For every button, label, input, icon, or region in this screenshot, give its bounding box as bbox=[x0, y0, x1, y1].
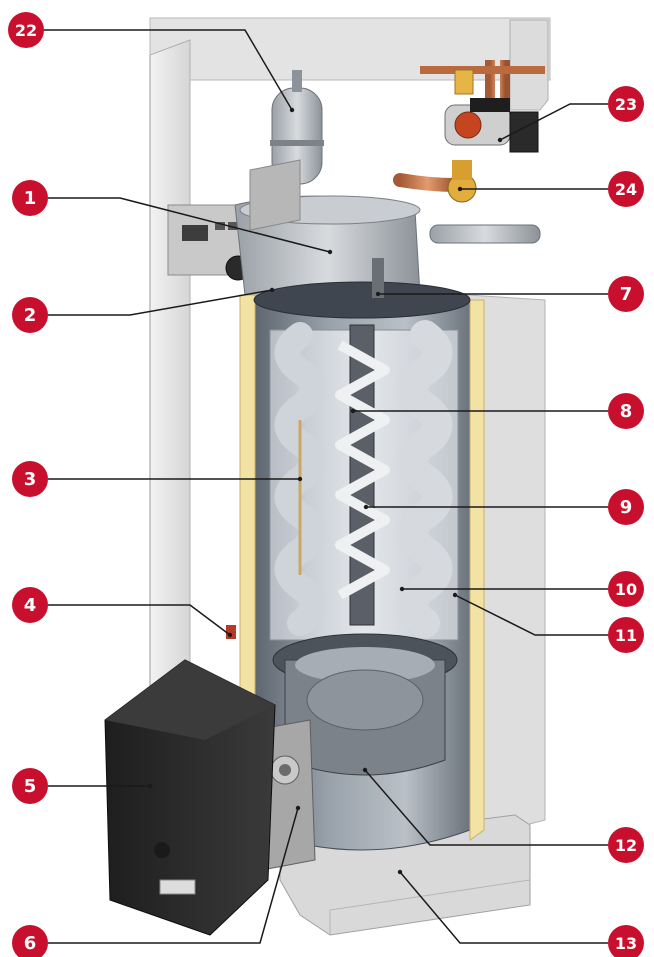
callout-badge bbox=[12, 297, 48, 333]
callout-badge bbox=[608, 393, 644, 429]
callout-anchor-dot bbox=[289, 107, 295, 113]
callout-leader-line bbox=[454, 594, 608, 636]
callout-leader-line bbox=[44, 29, 293, 111]
callout-5: 5 bbox=[12, 768, 153, 804]
callout-badge bbox=[608, 276, 644, 312]
callout-badge bbox=[12, 461, 48, 497]
control-display bbox=[182, 225, 208, 241]
callout-number: 6 bbox=[24, 933, 37, 954]
cabinet-left-panel bbox=[149, 39, 191, 731]
coil-right bbox=[397, 320, 453, 638]
chamber-opening bbox=[306, 669, 424, 731]
expansion-vessel bbox=[270, 70, 324, 185]
callout-number: 12 bbox=[615, 836, 637, 855]
callout-badge bbox=[608, 489, 644, 525]
callout-number: 24 bbox=[615, 180, 637, 199]
callout-10: 10 bbox=[399, 571, 644, 607]
callout-4: 4 bbox=[12, 587, 233, 638]
callout-13: 13 bbox=[397, 869, 644, 957]
callout-anchor-dot bbox=[399, 586, 405, 592]
callout-leader-line bbox=[48, 197, 331, 253]
callout-anchor-dot bbox=[350, 408, 356, 414]
callout-number: 7 bbox=[620, 284, 633, 305]
safety-valve bbox=[447, 160, 477, 203]
callout-number: 2 bbox=[24, 305, 37, 326]
callout-11: 11 bbox=[452, 592, 644, 653]
callout-badge bbox=[12, 587, 48, 623]
turbulator-zigzag bbox=[335, 340, 390, 600]
cabinet-right-panel bbox=[509, 19, 549, 111]
callout-anchor-dot bbox=[227, 632, 233, 638]
callout-anchor-dot bbox=[497, 137, 503, 143]
callout-number: 3 bbox=[24, 469, 37, 490]
callout-2: 2 bbox=[12, 287, 275, 333]
burner-assembly bbox=[104, 659, 316, 936]
callout-3: 3 bbox=[12, 461, 303, 497]
callout-badge bbox=[608, 617, 644, 653]
callout-number: 22 bbox=[15, 21, 37, 40]
flue-pipe bbox=[429, 224, 541, 244]
callout-22: 22 bbox=[8, 12, 295, 113]
callout-anchor-dot bbox=[269, 287, 275, 293]
callout-badge bbox=[8, 12, 44, 48]
tank-assembly bbox=[239, 258, 485, 851]
callout-number: 8 bbox=[620, 401, 633, 422]
callout-number: 23 bbox=[615, 95, 637, 114]
callout-anchor-dot bbox=[363, 504, 369, 510]
callout-number: 4 bbox=[24, 595, 37, 616]
callout-number: 9 bbox=[620, 497, 633, 518]
callout-badge bbox=[12, 180, 48, 216]
callout-leader-line bbox=[499, 103, 608, 141]
callout-23: 23 bbox=[497, 86, 644, 143]
callout-leader-line bbox=[48, 289, 273, 316]
callout-number: 13 bbox=[615, 934, 637, 953]
callout-leader-line bbox=[48, 604, 231, 636]
callout-9: 9 bbox=[363, 489, 644, 525]
callout-6: 6 bbox=[12, 805, 301, 957]
callout-anchor-dot bbox=[327, 249, 333, 255]
callout-badge bbox=[608, 171, 644, 207]
callout-number: 1 bbox=[24, 188, 37, 209]
callout-anchor-dot bbox=[375, 291, 381, 297]
callout-number: 11 bbox=[615, 626, 637, 645]
callout-1: 1 bbox=[12, 180, 333, 255]
callout-badge bbox=[12, 768, 48, 804]
circulation-pump bbox=[444, 98, 539, 153]
drain-valve bbox=[226, 625, 236, 639]
callout-badge bbox=[608, 925, 644, 957]
callout-badge bbox=[12, 925, 48, 957]
callout-number: 5 bbox=[24, 776, 37, 797]
insulation-right bbox=[469, 299, 485, 841]
cabinet bbox=[149, 17, 551, 936]
callout-anchor-dot bbox=[297, 476, 303, 482]
callout-badge bbox=[608, 571, 644, 607]
callout-anchor-dot bbox=[362, 767, 368, 773]
callout-leader-line bbox=[364, 769, 608, 846]
callout-12: 12 bbox=[362, 767, 644, 863]
callout-anchor-dot bbox=[457, 186, 463, 192]
callout-number: 10 bbox=[615, 580, 637, 599]
callout-anchor-dot bbox=[147, 783, 153, 789]
callout-badge bbox=[608, 86, 644, 122]
callout-badge bbox=[608, 827, 644, 863]
callout-leader-line bbox=[399, 871, 608, 944]
callout-7: 7 bbox=[375, 276, 644, 312]
callout-anchor-dot bbox=[397, 869, 403, 875]
callout-leader-line bbox=[48, 807, 299, 944]
callout-8: 8 bbox=[350, 393, 644, 429]
callout-anchor-dot bbox=[452, 592, 458, 598]
callout-24: 24 bbox=[457, 171, 644, 207]
callout-anchor-dot bbox=[295, 805, 301, 811]
